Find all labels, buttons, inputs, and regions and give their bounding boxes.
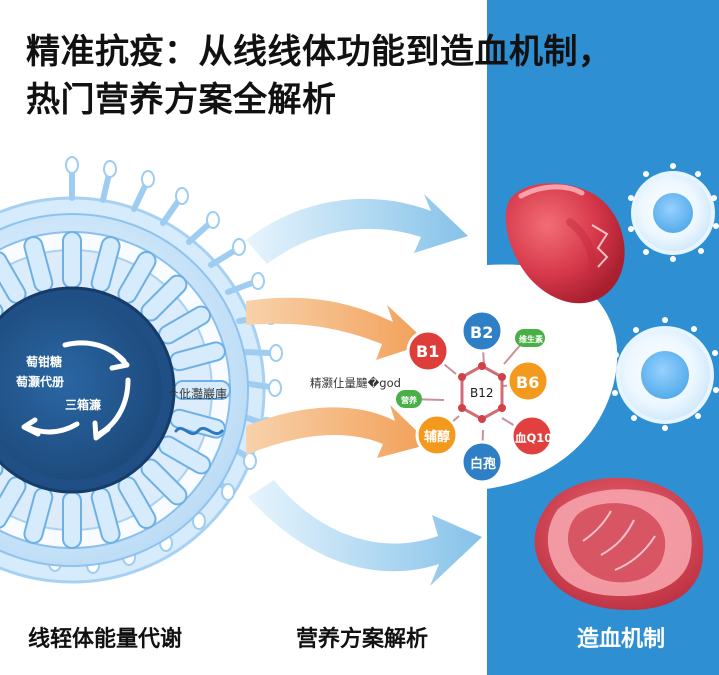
node-b12-label: B12 [470,386,494,400]
node-weisheng-label: 维生素 [519,334,543,344]
blood-cells [505,163,719,611]
mitochondrion-side-label: ᄉ仳灩巖庫 [168,386,227,401]
node-xueq10 [510,414,554,458]
title-line-1: 精准抗疫：从线线体功能到造血机制， [26,32,613,72]
node-baibao-label: 白孢 [470,456,496,472]
nutrient-network: B12 B1 B2 B6 辅醇 白孢 血Q10 营养 维生素 [396,309,554,484]
node-yingyang-label: 营养 [401,395,417,405]
white-blood-cell-middle [612,317,719,431]
node-b6 [506,359,550,403]
mitochondrion-core-label-2: 萄灏代册 [15,374,64,389]
node-b2-label: B2 [470,323,493,342]
node-b2 [460,309,504,353]
mitochondrion-core-label-1: 萄钳糖 [25,354,62,369]
caption-mitochondria: 线轾体能量代谢 [28,627,183,652]
node-xueq10-label: 血Q10 [515,431,552,445]
cycle-arrows [21,340,131,441]
node-b1 [406,329,450,373]
red-blood-cell-top [505,183,625,304]
white-blood-cell-top [628,163,719,262]
node-fuc [415,413,459,457]
main-title: 精准抗疫：从线线体功能到造血机制， 热门营养方案全解析 [26,28,666,124]
node-b6-label: B6 [516,373,539,392]
caption-hematopoiesis: 造血机制 [577,627,666,652]
mitochondrion-core-label-3: 三箱濂 [65,397,102,412]
arrow-bottom-blue [248,480,482,586]
arrow-lower-orange [246,405,430,458]
mitochondrion-spike-tips [48,156,283,574]
node-weisheng [515,329,545,347]
node-b1-label: B1 [416,342,439,361]
node-baibao [460,440,504,484]
mitochondrion: 萄钳糖 萄灏代册 三箱濂 ᄉ仳灩巖庫 [0,156,283,584]
nutrient-arrows [246,194,482,586]
nutrient-plan-label: 精灏仩量颹�god [310,376,401,390]
mitochondrion-wave-mark [174,426,224,436]
node-fuc-label: 辅醇 [424,429,450,445]
title-line-2: 热门营养方案全解析 [26,80,337,120]
node-yingyang [396,390,422,408]
arrow-middle-orange [246,297,428,360]
red-blood-cell-bottom [534,477,704,611]
arrow-top-blue [246,194,468,264]
caption-nutrition-plan: 营养方案解析 [296,627,429,652]
